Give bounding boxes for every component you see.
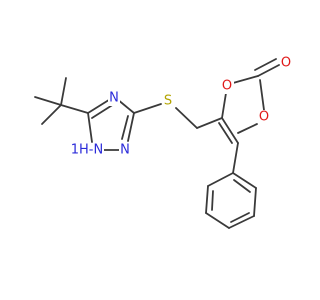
bond-ph-5-6	[253, 187, 257, 217]
label-backdrop	[162, 94, 175, 109]
bond-ph-3-4	[205, 212, 230, 229]
bond-c2-carbonyl	[257, 64, 280, 77]
bond-c4-o3	[221, 92, 227, 119]
bond-tbu-methyl-top	[60, 77, 67, 106]
carbonyl-oxygen-label: O	[281, 56, 291, 71]
bond-o1-c5	[237, 123, 258, 134]
bond-ph-inner-b	[230, 212, 250, 223]
nitrogen-label: N	[109, 91, 119, 106]
atom-o1: O	[258, 110, 271, 125]
bond-ph-1-2	[207, 172, 234, 187]
label-backdrop	[108, 91, 120, 106]
nitrogen-label: N	[120, 143, 130, 158]
bond-tbu-methyl-down	[41, 104, 62, 125]
molecule-structure: N N 1H-N S O O O	[34, 56, 293, 229]
label-backdrop	[221, 79, 234, 94]
bond-c5-c4	[221, 117, 239, 144]
bond-group	[34, 58, 280, 229]
bond-ch2-c4	[196, 117, 223, 129]
bond-ph-6-1	[232, 172, 257, 189]
bond-tbu-methyl-left	[34, 96, 62, 106]
bond-c2-carbonyl-double	[254, 58, 277, 71]
atom-n4: N	[108, 91, 120, 106]
label-backdrop	[119, 143, 131, 158]
bond-c3-s	[133, 103, 162, 114]
nh-label: 1H-N	[71, 143, 103, 158]
bond-c5-n4-double	[91, 103, 115, 119]
bond-o3-c2	[232, 75, 259, 84]
bond-c5-phenyl	[232, 142, 239, 174]
bond-ph-inner-c	[233, 179, 251, 193]
bond-ph-4-5	[228, 215, 255, 229]
bond-c3-n2-double	[121, 115, 129, 140]
bond-c3-n2	[127, 112, 135, 142]
atom-o-carbonyl: O	[280, 56, 293, 71]
sulfur-label: S	[164, 94, 172, 109]
atom-o3: O	[221, 79, 234, 94]
bond-ph-inner-a	[211, 190, 214, 211]
bond-ph-2-3	[205, 185, 209, 214]
bond-n1-c5	[87, 112, 93, 143]
label-backdrop	[258, 110, 271, 125]
bond-s-ch2	[175, 107, 198, 129]
atom-n2: N	[119, 143, 131, 158]
atom-s: S	[162, 94, 175, 109]
bond-c5-c4-double	[218, 122, 233, 144]
label-backdrop	[280, 56, 293, 71]
oxygen-label: O	[222, 79, 232, 94]
atom-label-group: N N 1H-N S O O O	[71, 56, 293, 158]
atom-n1h: 1H-N	[71, 143, 104, 158]
bond-c2-o1	[259, 79, 265, 111]
bond-tbu-ring	[60, 104, 89, 114]
oxygen-label: O	[259, 110, 269, 125]
label-backdrop	[71, 143, 104, 158]
